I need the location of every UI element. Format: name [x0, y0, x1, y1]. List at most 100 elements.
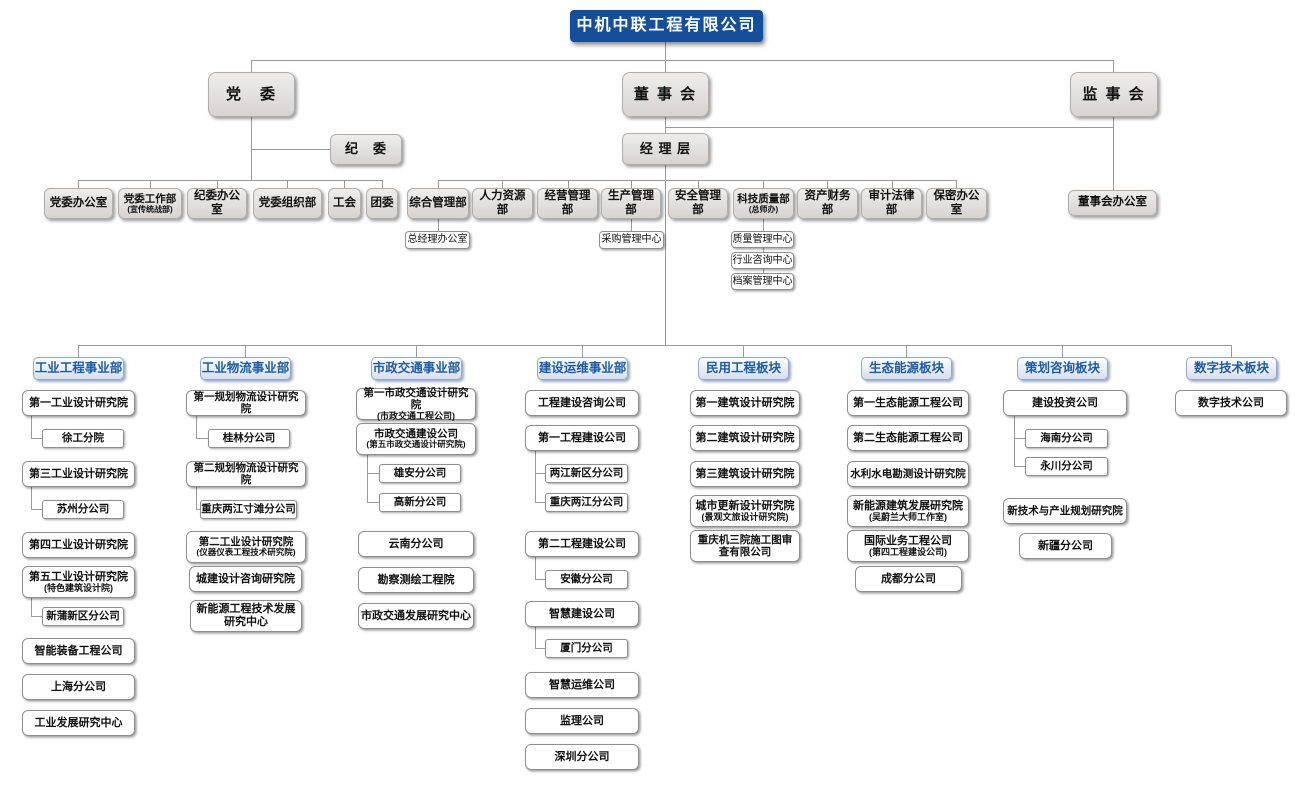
connector-line	[535, 648, 545, 649]
connector-line	[892, 180, 893, 188]
division-header-construction-om: 建设运维事业部	[537, 357, 628, 380]
unit-box: 智慧建设公司	[525, 601, 639, 627]
dept-youth-league: 团委	[366, 188, 398, 219]
unit-box: 新能源建筑发展研究院 (吴蔚兰大师工作室)	[847, 495, 969, 527]
branch-box: 雄安分公司	[379, 464, 461, 483]
unit-box: 深圳分公司	[525, 744, 639, 770]
dept-human-resources: 人力资源部	[472, 188, 533, 219]
unit-box: 第一建筑设计研究院	[690, 390, 800, 416]
connector-line	[287, 180, 288, 188]
connector-line	[535, 473, 545, 474]
connector-line	[31, 416, 32, 439]
connector-line	[1231, 345, 1232, 357]
dept-confidentiality-office: 保密办公室	[926, 188, 987, 219]
connector-line	[416, 345, 417, 357]
connector-line	[665, 165, 666, 345]
connector-line	[438, 180, 957, 181]
connector-line	[535, 557, 536, 580]
branch-box: 徐工分院	[42, 429, 124, 448]
division-header-civil-engineering: 民用工程板块	[698, 357, 789, 380]
dept-label: 党委工作部	[123, 192, 177, 205]
branch-box: 安徽分公司	[545, 570, 628, 589]
unit-label: 市政交通建设公司	[374, 428, 458, 441]
unit-sublabel: (市政交通工程公司)	[377, 410, 455, 421]
dept-label: 科技质量部	[737, 192, 790, 205]
connector-line	[956, 180, 957, 188]
unit-box: 第二工程建设公司	[525, 531, 639, 557]
unit-sublabel: (第五市政交通设计研究院)	[366, 439, 466, 450]
connector-line	[245, 345, 246, 357]
connector-line	[78, 180, 383, 181]
unit-box: 建设投资公司	[1003, 390, 1127, 416]
division-header-industrial-engineering: 工业工程事业部	[33, 357, 124, 380]
connector-line	[1113, 60, 1114, 72]
connector-line	[763, 180, 764, 188]
dept-safety: 安全管理部	[668, 188, 728, 219]
connector-line	[582, 345, 583, 357]
unit-box: 第二生态能源工程公司	[847, 425, 969, 451]
unit-label: 第二工业设计研究院	[198, 536, 294, 549]
connector-line	[1062, 345, 1063, 357]
connector-line	[438, 180, 439, 188]
unit-box: 第五工业设计研究院 (特色建筑设计院)	[22, 566, 135, 598]
connector-line	[763, 269, 764, 273]
connector-line	[535, 627, 536, 649]
branch-box: 厦门分公司	[545, 639, 628, 658]
unit-label: 国际业务工程公司	[864, 534, 952, 547]
connector-line	[631, 219, 632, 231]
dept-tech-quality: 科技质量部 (总师办)	[733, 188, 794, 219]
unit-box: 市政交通发展研究中心	[358, 603, 474, 629]
unit-box: 市政交通建设公司 (第五市政交通设计研究院)	[356, 423, 476, 455]
unit-box: 第三建筑设计研究院	[690, 461, 800, 487]
dept-party-work: 党委工作部 (宣传统战部)	[118, 188, 182, 219]
unit-label: 城市更新设计研究院	[695, 499, 795, 512]
branch-box: 海南分公司	[1025, 429, 1108, 448]
unit-box: 第一生态能源工程公司	[847, 390, 969, 416]
connector-line	[367, 455, 368, 503]
unit-box: 新能源工程技术发展研究中心	[190, 600, 302, 632]
supervisory-board-box: 监 事 会	[1070, 72, 1158, 117]
connector-line	[31, 487, 32, 510]
connector-line	[196, 438, 208, 439]
unit-box: 水利水电勘测设计研究院	[847, 461, 969, 487]
connector-line	[763, 219, 764, 231]
dept-operations: 经营管理部	[537, 188, 598, 219]
connector-line	[631, 180, 632, 188]
connector-line	[251, 149, 330, 150]
board-of-directors-box: 董 事 会	[622, 72, 709, 117]
branch-box: 新蒲新区分公司	[42, 607, 124, 626]
unit-box: 第二建筑设计研究院	[690, 425, 800, 451]
connector-line	[502, 180, 503, 188]
unit-label: 新能源建筑发展研究院	[853, 499, 963, 512]
center-procurement: 采购管理中心	[599, 231, 664, 249]
connector-line	[251, 60, 252, 72]
division-header-planning-consulting: 策划咨询板块	[1017, 357, 1108, 380]
unit-box: 智能装备工程公司	[22, 638, 135, 664]
division-header-eco-energy: 生态能源板块	[861, 357, 952, 380]
unit-sublabel: (景观文旅设计研究院)	[701, 512, 789, 523]
unit-label: 第一市政交通设计研究院	[363, 386, 469, 411]
center-quality: 质量管理中心	[731, 231, 794, 248]
unit-box: 第一市政交通设计研究院 (市政交通工程公司)	[356, 386, 476, 421]
center-archives: 档案管理中心	[731, 273, 794, 290]
connector-line	[196, 416, 197, 439]
dept-sublabel: (宣传统战部)	[127, 204, 173, 214]
connector-line	[31, 616, 42, 617]
connector-line	[367, 473, 379, 474]
dept-discipline-office: 纪委办公室	[187, 188, 247, 219]
connector-line	[31, 598, 32, 617]
connector-line	[665, 42, 666, 60]
unit-sublabel: (第四工程建设公司)	[869, 547, 947, 558]
unit-box: 第二工业设计研究院 (仪器仪表工程技术研究院)	[186, 531, 306, 563]
dept-asset-finance: 资产财务部	[797, 188, 858, 219]
connector-line	[665, 117, 666, 133]
division-header-industrial-logistics: 工业物流事业部	[200, 357, 291, 380]
unit-box: 第一工业设计研究院	[22, 390, 135, 416]
unit-label: 第五工业设计研究院	[29, 570, 128, 583]
unit-box: 第四工业设计研究院	[22, 532, 135, 558]
connector-line	[78, 180, 79, 188]
connector-line	[217, 180, 218, 188]
connector-line	[665, 127, 1113, 128]
unit-sublabel: (特色建筑设计院)	[44, 583, 113, 594]
